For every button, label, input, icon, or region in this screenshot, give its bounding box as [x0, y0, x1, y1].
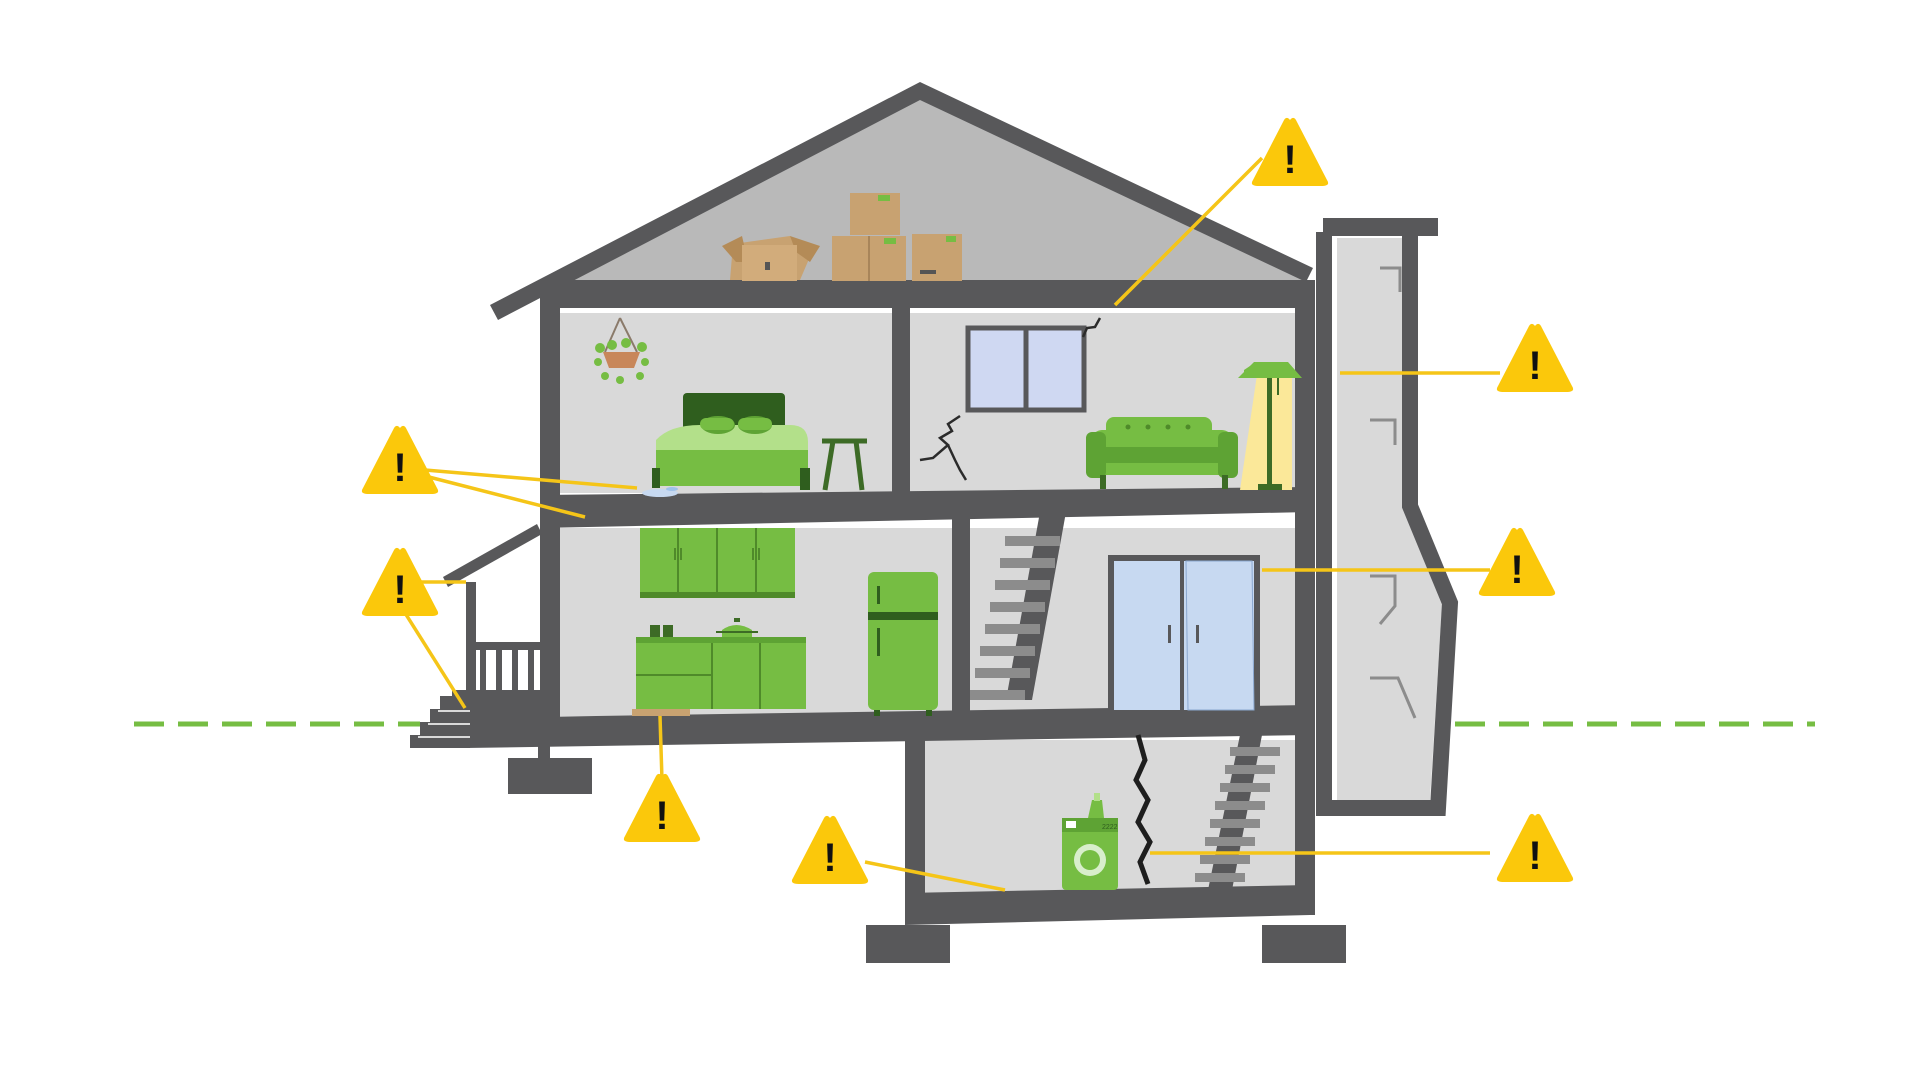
warning-triangle [791, 815, 869, 884]
warning-triangle-icon-porch-roof: ! [361, 547, 439, 616]
warning-triangle-icon-foundation-crack: ! [1496, 813, 1574, 882]
chimney-cracks [1370, 266, 1417, 719]
sliding-door [1108, 555, 1260, 711]
foundation-crack [1133, 734, 1153, 885]
bedroom-divider [892, 305, 910, 495]
post-left [538, 745, 550, 761]
warning-exclamation: ! [393, 446, 406, 490]
warning-triangle [1496, 813, 1574, 882]
warning-exclamation: ! [1528, 344, 1541, 388]
warning-exclamation: ! [1528, 834, 1541, 878]
window [965, 325, 1087, 413]
warning-triangle [1496, 323, 1574, 392]
porch [410, 524, 542, 748]
sofa [1086, 417, 1238, 489]
warning-triangle-icon-sliding-door: ! [1478, 527, 1556, 596]
porch-steps [410, 690, 470, 748]
warning-triangle [361, 547, 439, 616]
warning-triangle [1478, 527, 1556, 596]
warning-triangle [1251, 117, 1329, 186]
warning-triangle-icon-chimney-crack: ! [1496, 323, 1574, 392]
warning-triangle-icon-basement-floor: ! [791, 815, 869, 884]
svg-text:2222: 2222 [1102, 824, 1118, 831]
wall-cracks [919, 317, 1102, 481]
bedroom-furniture [594, 317, 867, 497]
floor-lamp [1238, 362, 1302, 490]
upper-staircase [970, 512, 1066, 700]
chimney-interior [1337, 238, 1442, 800]
washing-machine: 2222 [1062, 793, 1118, 890]
living-room-furniture [919, 317, 1302, 490]
warning-triangle [361, 425, 439, 494]
leader-basement-floor [864, 860, 1006, 892]
second-floor [540, 487, 1310, 528]
attic-boxes [722, 193, 962, 281]
basement-floor [905, 885, 1310, 925]
warning-exclamation: ! [393, 568, 406, 612]
chimney [1316, 232, 1459, 816]
floor-damage [632, 709, 690, 716]
footing-basement-left [866, 925, 950, 963]
chimney-cap [1323, 218, 1438, 236]
refrigerator [868, 572, 938, 716]
hanging-plant [594, 317, 649, 384]
warning-triangle-icon-floor-damage: ! [623, 773, 701, 842]
warning-exclamation: ! [1510, 548, 1523, 592]
warning-signs: !!!!!!!! [361, 117, 1574, 884]
house-structure [465, 82, 1346, 963]
leader-floor-damage [658, 715, 664, 781]
water-puddle [642, 487, 678, 497]
warning-triangle [623, 773, 701, 842]
kitchen-furniture [632, 528, 938, 716]
footing-left [508, 758, 592, 794]
leader-porch-steps [398, 604, 467, 709]
right-wall [1295, 280, 1315, 915]
warning-exclamation: ! [823, 836, 836, 880]
warning-triangle-icon-wall-crack: ! [1251, 117, 1329, 186]
nightstand [822, 438, 867, 491]
leader-bedroom-puddle [424, 468, 638, 490]
basement-left-wall [905, 730, 925, 918]
footing-basement-right [1262, 925, 1346, 963]
warning-exclamation: ! [655, 794, 668, 838]
bed [652, 393, 810, 490]
attic-floor [540, 280, 1310, 308]
leader-sloping-floor [424, 474, 586, 519]
warning-exclamation: ! [1283, 138, 1296, 182]
leader-wall-crack [1113, 156, 1264, 307]
lower-cabinets [636, 618, 806, 709]
kitchen-divider [952, 512, 970, 712]
leader-lines [398, 156, 1500, 892]
warning-triangle-icon-bedroom-puddle: ! [361, 425, 439, 494]
upper-cabinets [640, 528, 795, 598]
roof [490, 82, 1313, 320]
